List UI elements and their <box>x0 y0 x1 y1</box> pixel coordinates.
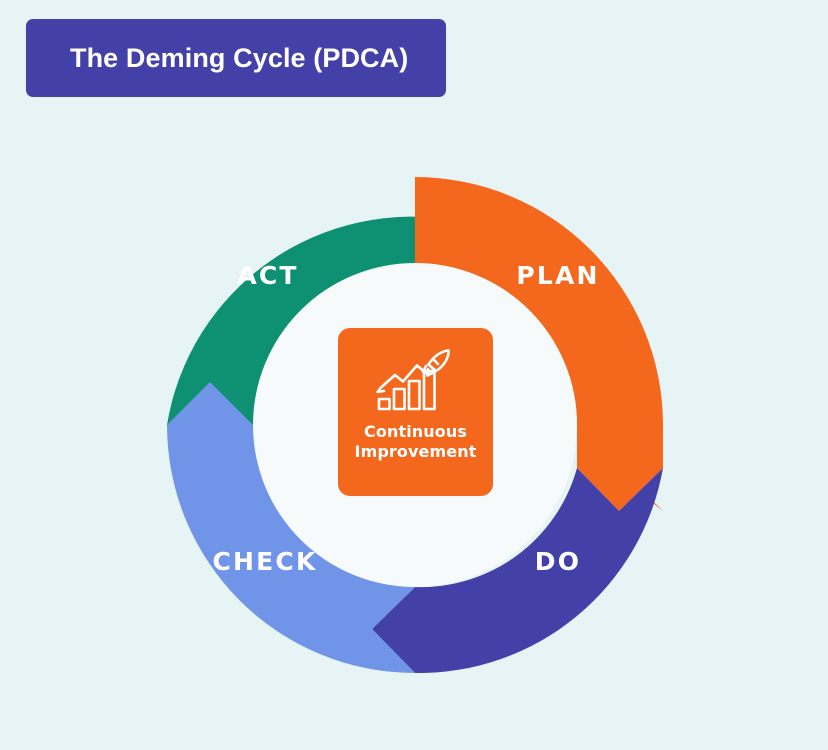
page-title: The Deming Cycle (PDCA) <box>70 42 409 73</box>
segment-label-do: DO <box>535 547 581 576</box>
segment-label-plan: PLAN <box>516 261 599 290</box>
continuous-improvement-card[interactable]: Continuous Improvement <box>338 328 493 496</box>
caption-line-1: Continuous <box>364 422 467 441</box>
rocket-growth-chart-icon <box>375 349 450 411</box>
caption-line-2: Improvement <box>354 442 477 462</box>
segment-label-check: CHECK <box>212 547 317 576</box>
segment-label-act: ACT <box>237 261 298 290</box>
segment-do[interactable] <box>372 468 663 673</box>
title-banner: The Deming Cycle (PDCA) <box>26 19 446 97</box>
continuous-improvement-caption: Continuous Improvement <box>355 422 477 463</box>
segment-plan-chevron <box>577 425 663 511</box>
